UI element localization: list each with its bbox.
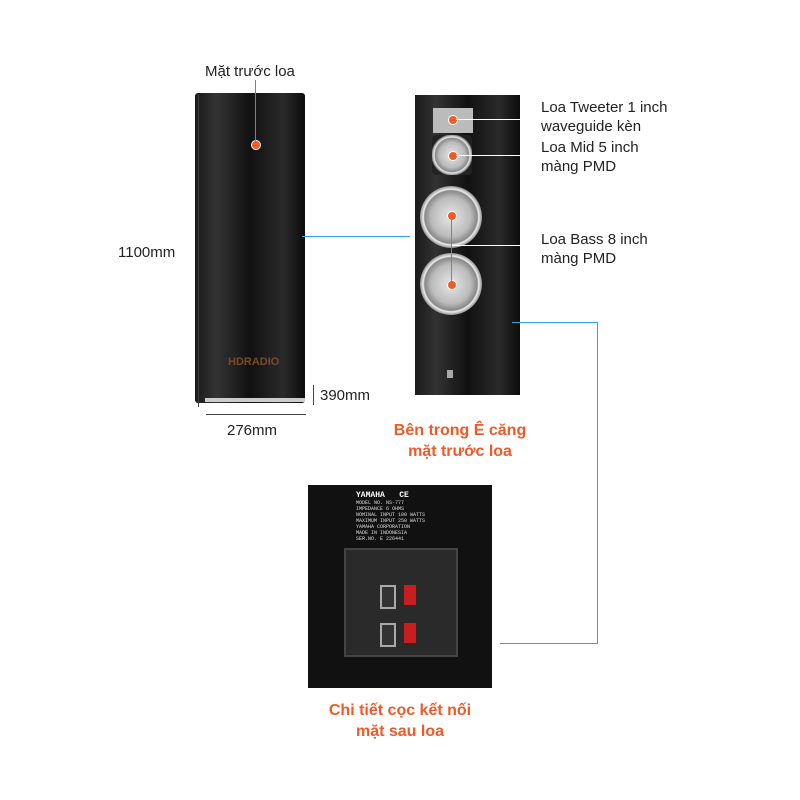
- bass-label-line2: màng PMD: [541, 250, 617, 267]
- inside-caption: Bên trong Ê căng mặt trước loa: [380, 420, 540, 462]
- bass-line: [452, 245, 536, 246]
- plate-corp: YAMAHA CORPORATION: [356, 524, 411, 530]
- plate-model: MODEL NO. NS-777: [356, 500, 405, 506]
- mid-line: [456, 155, 536, 156]
- height-label: 1100mm: [118, 244, 176, 261]
- rear-caption-line2: mặt sau loa: [355, 723, 445, 740]
- rear-caption-line1: Chi tiết cọc kết nối: [328, 702, 472, 719]
- front-speaker-grille: [195, 93, 305, 403]
- bass-lower-marker: [447, 280, 457, 290]
- spec-plate: YAMAHA CE MODEL NO. NS-777 IMPEDANCE 6 O…: [356, 491, 438, 542]
- front-face-line: [255, 80, 256, 142]
- bass-label-line1: Loa Bass 8 inch: [541, 231, 648, 248]
- depth-dimension-line: [313, 385, 314, 405]
- height-dimension-line: [198, 95, 199, 407]
- plate-made: MADE IN INDONESIA: [356, 530, 408, 536]
- front-face-marker: [251, 140, 261, 150]
- rear-panel-photo: YAMAHA CE MODEL NO. NS-777 IMPEDANCE 6 O…: [308, 485, 492, 688]
- terminal-plate: [344, 548, 458, 657]
- inside-caption-line2: mặt trước loa: [408, 443, 512, 460]
- rear-arrow-bottom: [500, 643, 598, 644]
- depth-label: 390mm: [320, 387, 371, 404]
- hd-radio-logo: HDRADIO: [228, 356, 280, 368]
- rear-arrow-vertical: [597, 322, 598, 644]
- red-terminal-bottom: [404, 623, 416, 643]
- width-label: 276mm: [227, 422, 278, 439]
- plate-maximum: MAXIMUM INPUT 250 WATTS: [356, 518, 426, 524]
- plate-brand: YAMAHA CE: [356, 491, 409, 500]
- black-terminal-bottom: [380, 623, 396, 647]
- inside-caption-line1: Bên trong Ê căng: [393, 422, 527, 439]
- bass-label: Loa Bass 8 inch màng PMD: [541, 230, 648, 268]
- yamaha-logo-front: [447, 370, 453, 378]
- red-terminal-top: [404, 585, 416, 605]
- tweeter-label-line1: Loa Tweeter 1 inch: [541, 99, 668, 116]
- plate-nominal: NOMINAL INPUT 100 WATTS: [356, 512, 426, 518]
- bass-connector-line: [451, 215, 452, 282]
- mid-label-line2: màng PMD: [541, 158, 617, 175]
- tweeter-marker: [448, 115, 458, 125]
- rear-caption: Chi tiết cọc kết nối mặt sau loa: [310, 700, 490, 742]
- tweeter-label-line2: waveguide kèn: [541, 118, 642, 135]
- speaker-feet: [205, 398, 305, 402]
- mid-marker: [448, 151, 458, 161]
- plate-impedance: IMPEDANCE 6 OHMS: [356, 506, 405, 512]
- bass-upper-marker: [447, 211, 457, 221]
- mid-label: Loa Mid 5 inch màng PMD: [541, 138, 639, 176]
- mid-label-line1: Loa Mid 5 inch: [541, 139, 639, 156]
- plate-serial: SER.NO. E 226441: [356, 536, 405, 542]
- black-terminal-top: [380, 585, 396, 609]
- rear-arrow-top: [512, 322, 598, 323]
- comparison-arrow: [302, 236, 410, 237]
- front-face-label: Mặt trước loa: [205, 63, 295, 80]
- tweeter-line: [456, 119, 536, 120]
- tweeter-label: Loa Tweeter 1 inch waveguide kèn: [541, 98, 667, 136]
- width-dimension-line: [206, 414, 306, 415]
